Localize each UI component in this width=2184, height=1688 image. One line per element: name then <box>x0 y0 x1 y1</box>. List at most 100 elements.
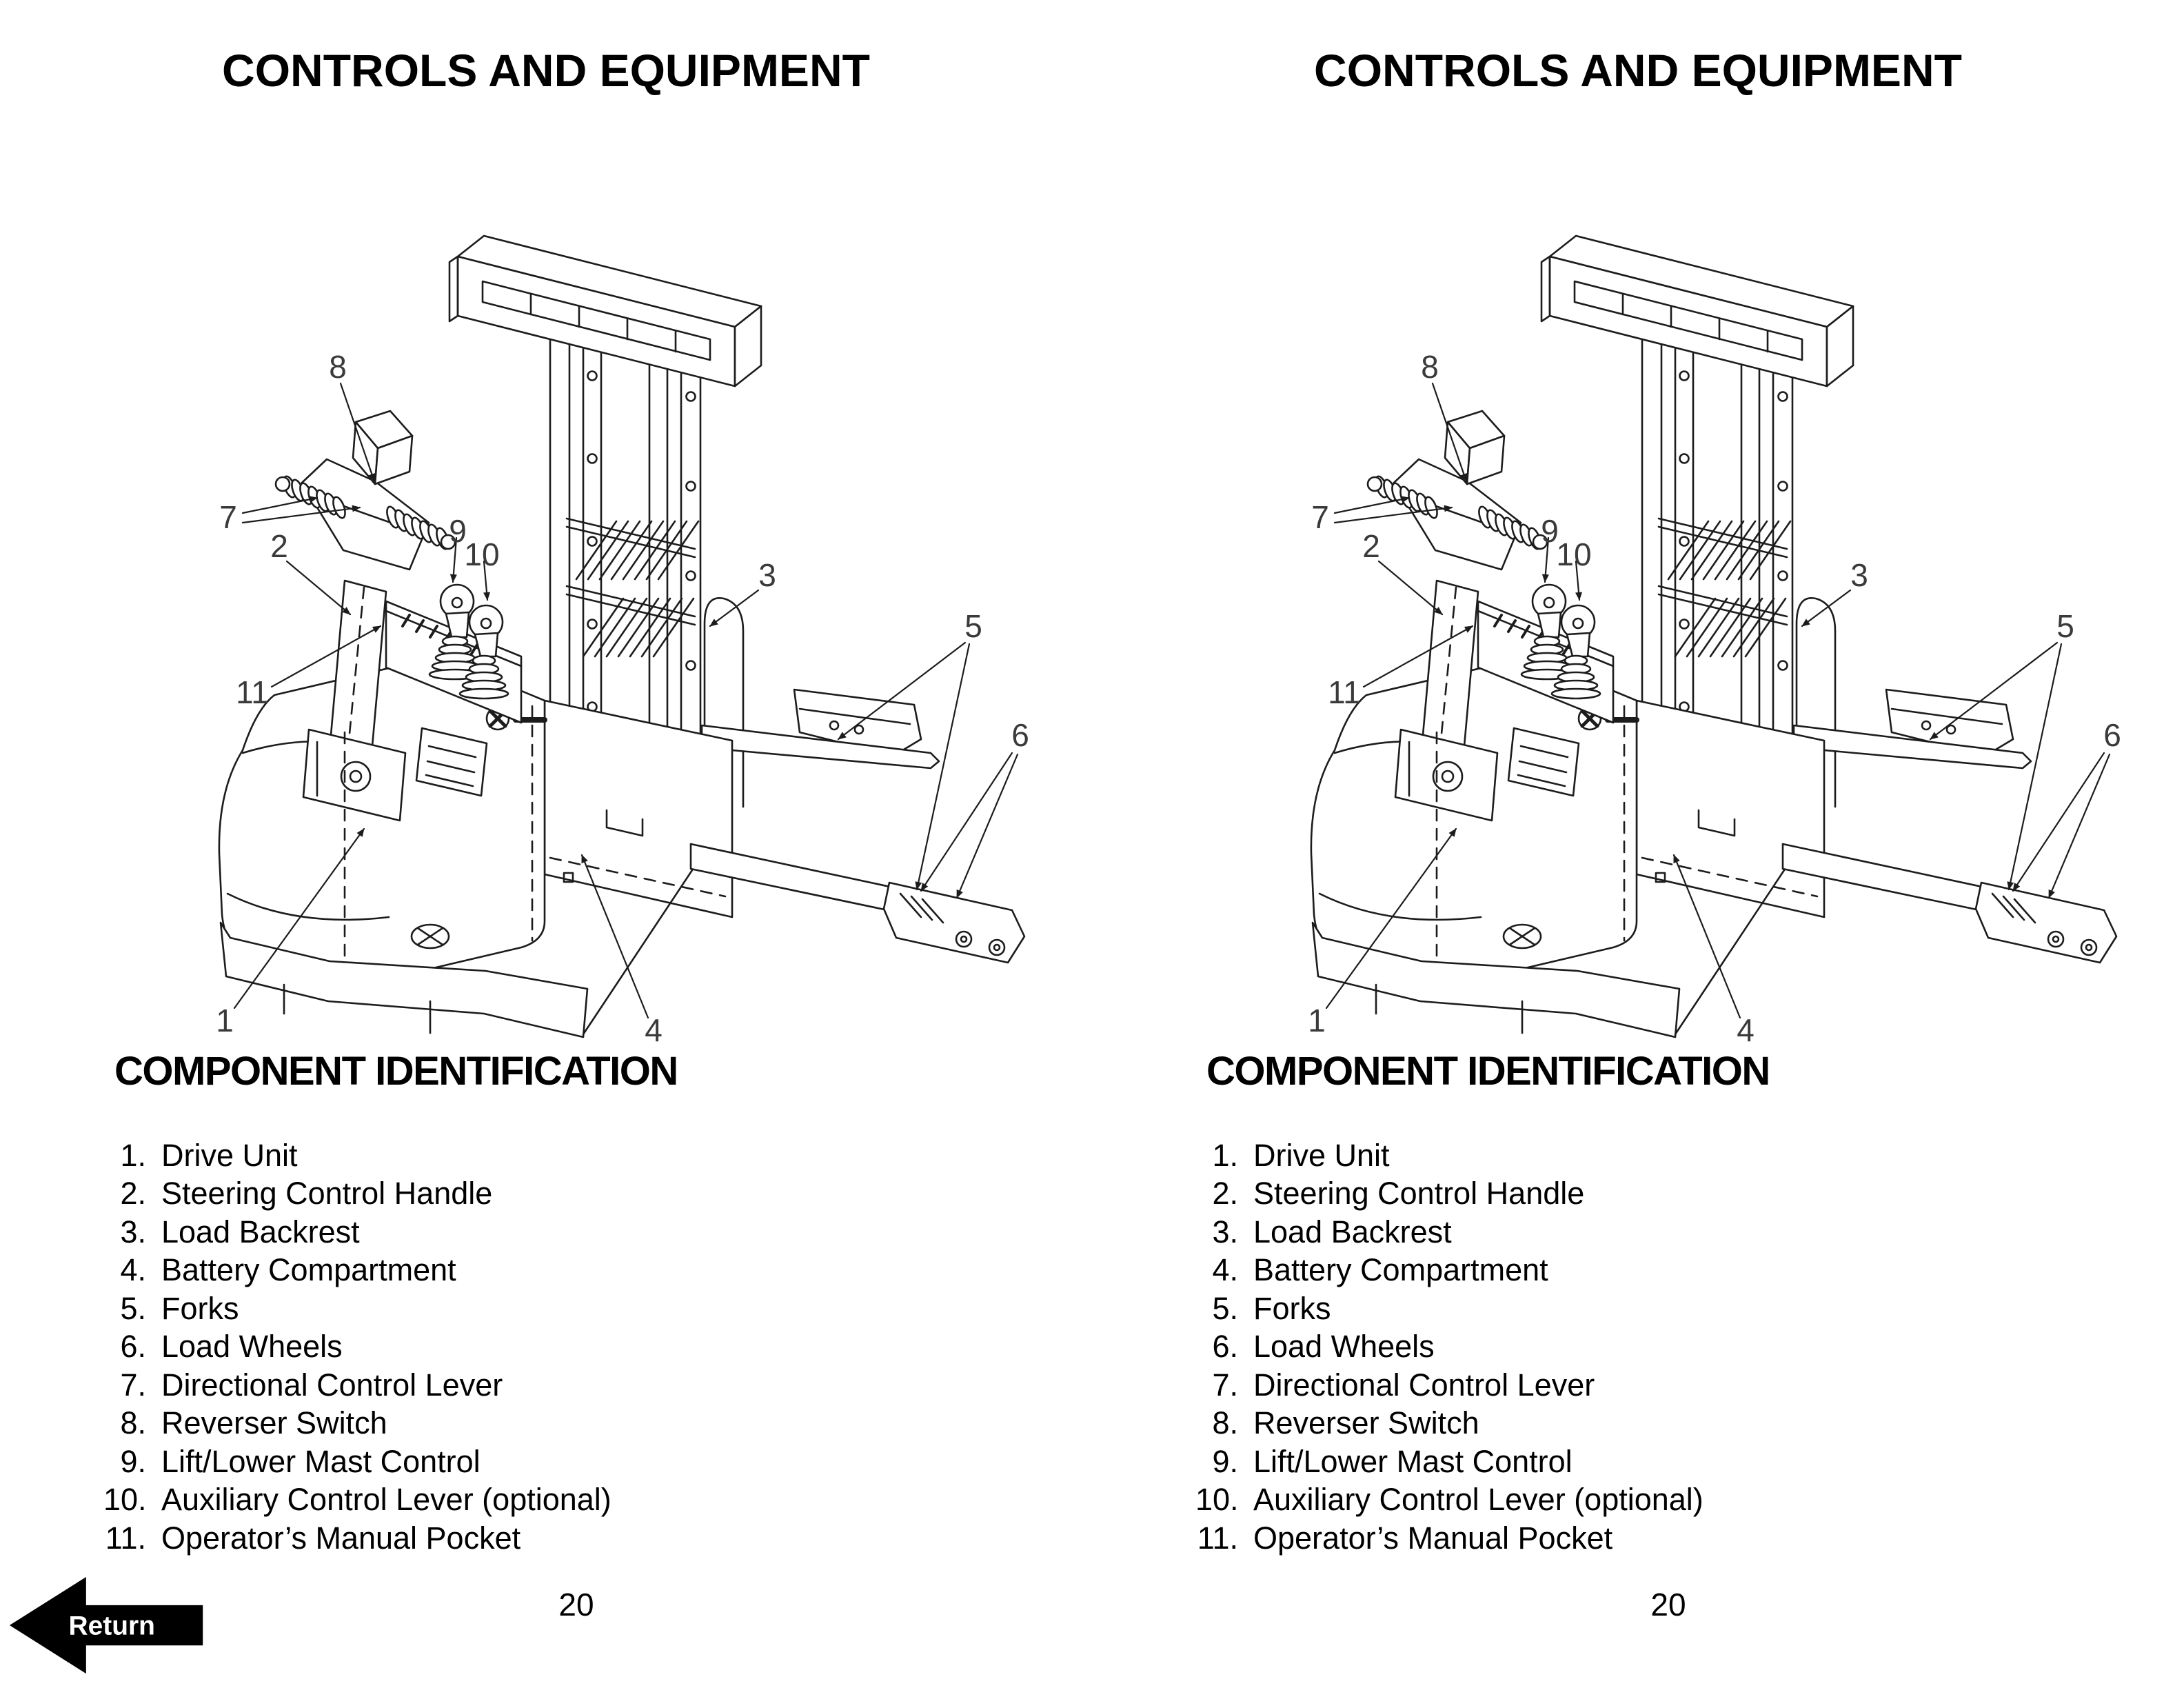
callout-3: 3 <box>758 557 776 593</box>
item-label: Battery Compartment <box>1253 1252 1548 1288</box>
item-label: Load Wheels <box>161 1329 343 1365</box>
drive-unit-body <box>1310 655 1666 984</box>
lift-lower-knob <box>428 583 482 681</box>
list-item: 8. Reverser Switch <box>103 1405 862 1443</box>
leader-lines <box>1325 382 2111 1019</box>
item-label: Load Backrest <box>1253 1214 1452 1249</box>
callout-2: 2 <box>270 528 288 564</box>
callout-4: 4 <box>1737 1012 1755 1048</box>
list-item: 11.Operator’s Manual Pocket <box>1195 1519 1954 1558</box>
list-item: 2.Steering Control Handle <box>103 1175 862 1214</box>
callout-7: 7 <box>219 499 237 535</box>
page-number: 20 <box>558 1587 594 1622</box>
grip-coil-right <box>386 505 449 550</box>
callout-7: 7 <box>1311 499 1329 535</box>
return-label: Return <box>69 1611 155 1641</box>
item-number: 1. <box>1212 1137 1238 1173</box>
straddle-leg-end <box>1885 688 2014 757</box>
diagram-area: 8 7 2 9 10 11 3 5 6 1 4 <box>0 0 1092 1076</box>
item-label: Battery Compartment <box>161 1252 456 1288</box>
list-item: 1. Drive Unit <box>1195 1136 1954 1175</box>
reverser-switch-head <box>1444 410 1506 485</box>
list-item: 11.Operator’s Manual Pocket <box>103 1519 862 1558</box>
list-item: 10. Auxiliary Control Lever (optional) <box>103 1481 862 1520</box>
item-number: 10. <box>103 1482 147 1518</box>
list-item: 4. Battery Compartment <box>1195 1252 1954 1290</box>
list-item: 2.Steering Control Handle <box>1195 1175 1954 1214</box>
steering-handle <box>1366 410 1548 822</box>
list-item: 5.Forks <box>103 1289 862 1328</box>
callout-10: 10 <box>1556 536 1591 572</box>
load-wheel <box>2080 938 2098 956</box>
list-item: 8.Reverser Switch <box>1195 1405 1954 1443</box>
item-number: 6. <box>1212 1329 1238 1365</box>
mast-hatching <box>575 520 700 658</box>
item-number: 7. <box>120 1367 146 1403</box>
item-label: Forks <box>1253 1290 1331 1326</box>
callout-6: 6 <box>2103 717 2121 753</box>
list-item: 3.Load Backrest <box>103 1213 862 1252</box>
callout-8: 8 <box>329 349 347 385</box>
callout-1: 1 <box>216 1003 234 1038</box>
mast <box>549 314 702 815</box>
callout-9: 9 <box>1541 513 1559 549</box>
item-number: 5. <box>1212 1290 1238 1326</box>
list-item: 7.Directional Control Lever <box>1195 1366 1954 1405</box>
list-item: 9.Lift/Lower Mast Control <box>103 1443 862 1481</box>
return-button[interactable]: Return <box>7 1575 208 1677</box>
item-label: Lift/Lower Mast Control <box>161 1443 481 1479</box>
list-item: 9.Lift/Lower Mast Control <box>1195 1443 1954 1481</box>
load-backrest <box>448 234 762 388</box>
callouts: 8 7 2 9 10 11 3 5 6 1 4 <box>216 349 1029 1048</box>
item-number: 9. <box>1212 1443 1238 1479</box>
item-number: 4. <box>1212 1252 1238 1288</box>
callout-4: 4 <box>645 1012 663 1048</box>
chassis-base <box>219 869 694 1038</box>
callout-11: 11 <box>236 674 269 710</box>
item-number: 1. <box>120 1137 146 1173</box>
callout-9: 9 <box>449 513 467 549</box>
straddle-leg-end <box>793 688 922 757</box>
list-item: 6. Load Wheels <box>1195 1328 1954 1367</box>
list-item: 4. Battery Compartment <box>103 1252 862 1290</box>
list-item: 6.Load Wheels <box>103 1328 862 1367</box>
stacker-diagram: 8 7 2 9 10 11 3 5 6 1 4 <box>216 234 1029 1048</box>
manual-page-left: CONTROLS AND EQUIPMENT <box>0 0 1092 1622</box>
callout-8: 8 <box>1421 349 1439 385</box>
item-label: Drive Unit <box>161 1137 298 1173</box>
item-number: 11. <box>105 1520 146 1556</box>
item-number: 3. <box>1212 1214 1238 1249</box>
item-label: Directional Control Lever <box>161 1367 503 1403</box>
item-label: Load Wheels <box>1253 1329 1435 1365</box>
drive-unit-body <box>218 655 574 984</box>
callout-10: 10 <box>464 536 499 572</box>
diagram-area: 8 7 2 9 10 11 3 5 6 1 4 <box>1092 0 2184 1076</box>
name-plate <box>415 727 488 797</box>
item-label: Auxiliary Control Lever (optional) <box>161 1482 611 1518</box>
callout-2: 2 <box>1362 528 1380 564</box>
list-item: 10.Auxiliary Control Lever (optional) <box>1195 1481 1954 1520</box>
lift-lower-knob <box>1520 583 1574 681</box>
component-list: 1. Drive Unit 2.Steering Control Handle 3… <box>103 1136 862 1558</box>
load-wheel-assembly <box>1974 881 2118 964</box>
item-number: 8. <box>1212 1405 1238 1441</box>
component-list: 1. Drive Unit 2.Steering Control Handle 3… <box>1195 1136 1954 1558</box>
item-label: Drive Unit <box>1253 1137 1390 1173</box>
page-title: CONTROLS AND EQUIPMENT <box>222 45 870 96</box>
hidden-lines <box>343 586 727 964</box>
callout-5: 5 <box>2056 608 2074 644</box>
item-number: 8. <box>120 1405 146 1441</box>
load-wheel <box>955 930 973 948</box>
list-item: 7. Directional Control Lever <box>103 1366 862 1405</box>
callout-11: 11 <box>1328 674 1361 710</box>
callouts: 8 7 2 9 10 11 3 5 6 1 4 <box>1308 349 2121 1048</box>
manual-page-right: CONTROLS AND EQUIPMENT <box>1092 0 2184 1688</box>
item-label: Reverser Switch <box>161 1405 387 1441</box>
item-label: Operator’s Manual Pocket <box>1253 1520 1613 1556</box>
page-number: 20 <box>1650 1587 1686 1622</box>
list-item: 5. Forks <box>1195 1289 1954 1328</box>
grip-coil-right <box>1478 505 1541 550</box>
list-item: 3. Load Backrest <box>1195 1213 1954 1252</box>
mast-hatching <box>1667 520 1792 658</box>
item-number: 4. <box>120 1252 146 1288</box>
